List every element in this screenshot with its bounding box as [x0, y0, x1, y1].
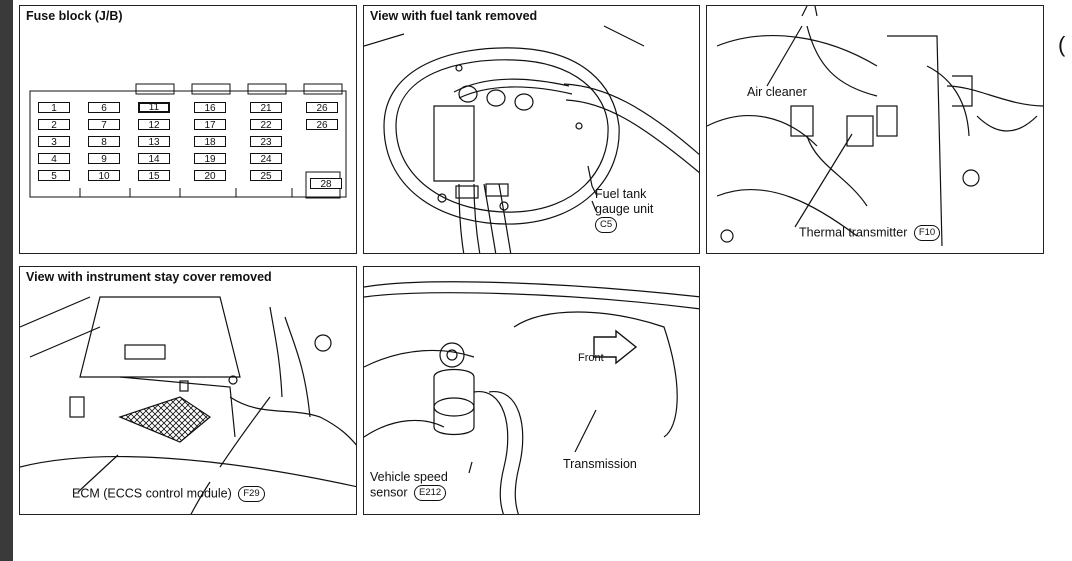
connector-c5-badge: C5	[595, 217, 618, 233]
fuel-tank-gauge-line2: gauge unit	[595, 202, 654, 216]
fuse-6-5: 6	[88, 102, 120, 114]
ecm-label: ECM (ECCS control module) F29	[72, 486, 265, 502]
fuse-17-16: 17	[194, 119, 226, 131]
fuse-23-22: 23	[250, 136, 282, 148]
speed-sensor-label: Vehicle speed sensor E212	[370, 470, 448, 501]
front-label: Front	[578, 352, 604, 364]
instrument-stay-panel: View with instrument stay cover removed	[19, 266, 357, 515]
fuse-7-6: 7	[88, 119, 120, 131]
edge-glyph: (	[1058, 32, 1066, 57]
fuse-block-drawing	[29, 83, 347, 199]
fuse-28-27: 28	[310, 178, 342, 190]
connector-f29-badge: F29	[238, 486, 265, 502]
fuse-3-2: 3	[38, 136, 70, 148]
fuse-19-18: 19	[194, 153, 226, 165]
fuse-20-19: 20	[194, 170, 226, 182]
fuel-tank-panel: View with fuel tank removed	[363, 5, 700, 254]
fuse-25-24: 25	[250, 170, 282, 182]
thermal-transmitter-text: Thermal transmitter	[799, 225, 908, 240]
fuse-22-21: 22	[250, 119, 282, 131]
fuse-26-25: 26	[306, 102, 338, 114]
fuse-13-12: 13	[138, 136, 170, 148]
fuse-8-7: 8	[88, 136, 120, 148]
fuel-tank-drawing	[364, 25, 699, 253]
fuse-10-9: 10	[88, 170, 120, 182]
ecm-text: ECM (ECCS control module)	[72, 486, 232, 501]
left-edge-bar	[0, 0, 13, 561]
instrument-stay-drawing	[20, 296, 356, 514]
speed-sensor-drawing	[364, 281, 699, 514]
fuse-14-13: 14	[138, 153, 170, 165]
fuel-tank-gauge-label: Fuel tank gauge unit C5	[595, 187, 653, 233]
fuse-11-10: 11	[138, 102, 170, 113]
fuel-tank-title: View with fuel tank removed	[370, 9, 538, 23]
fuse-15-14: 15	[138, 170, 170, 182]
transmission-label: Transmission	[563, 457, 637, 471]
fuse-18-17: 18	[194, 136, 226, 148]
engine-compartment-panel: Air cleaner Thermal transmitter F10	[706, 5, 1044, 254]
speed-sensor-line1: Vehicle speed	[370, 470, 448, 484]
fuse-block-title: Fuse block (J/B)	[26, 9, 123, 23]
fuse-4-3: 4	[38, 153, 70, 165]
speed-sensor-line2: sensor	[370, 485, 408, 500]
instrument-stay-title: View with instrument stay cover removed	[26, 270, 272, 284]
fuse-12-11: 12	[138, 119, 170, 131]
fuse-16-15: 16	[194, 102, 226, 114]
fuse-9-8: 9	[88, 153, 120, 165]
speed-sensor-panel: Front Transmission Vehicle speed sensor …	[363, 266, 700, 515]
fuse-1-0: 1	[38, 102, 70, 114]
fuse-5-4: 5	[38, 170, 70, 182]
fuse-26-26: 26	[306, 119, 338, 131]
air-cleaner-label: Air cleaner	[747, 85, 807, 99]
connector-e212-badge: E212	[414, 485, 447, 501]
fuse-24-23: 24	[250, 153, 282, 165]
fuse-2-1: 2	[38, 119, 70, 131]
thermal-transmitter-label: Thermal transmitter F10	[799, 225, 941, 241]
engine-compartment-drawing	[707, 6, 1043, 247]
fuel-tank-gauge-line1: Fuel tank	[595, 187, 647, 201]
connector-f10-badge: F10	[913, 225, 941, 241]
fuse-21-20: 21	[250, 102, 282, 114]
